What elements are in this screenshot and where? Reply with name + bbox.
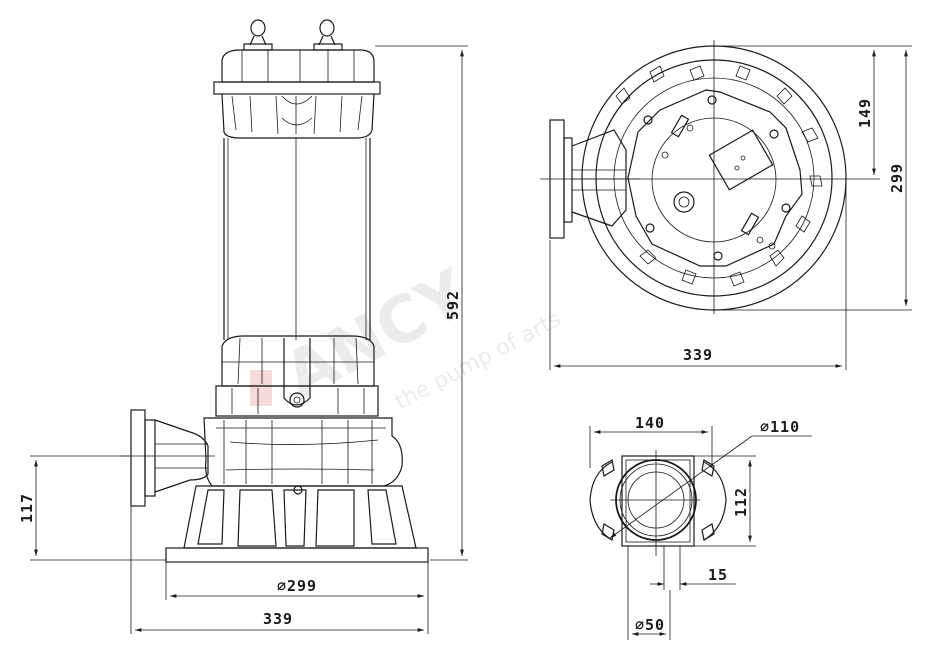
dim-flange-110: ⌀110	[609, 418, 812, 539]
dim-15-label: 15	[708, 566, 728, 584]
center-nut	[673, 191, 695, 213]
motor-bottom-housing	[215, 335, 379, 417]
dim-front-width: 339	[130, 506, 429, 634]
dim-110-label: ⌀110	[760, 418, 800, 436]
dim-112-label: 112	[732, 487, 750, 517]
dim-149-label: 149	[856, 98, 874, 128]
dim-339-top-label: 339	[683, 346, 713, 364]
top-view-plate	[627, 89, 803, 267]
terminal-box	[708, 129, 774, 191]
dim-50-label: ⌀50	[635, 616, 665, 634]
dim-flange-15: 15	[650, 546, 736, 590]
dim-base-diameter: ⌀299	[165, 562, 429, 600]
dim-front-height: 592	[375, 45, 468, 561]
watermark-brand: ANCY	[273, 256, 482, 414]
dim-299-label: ⌀299	[277, 577, 317, 595]
watermark-red-mark	[250, 370, 272, 406]
dim-299-top-label: 299	[888, 163, 906, 193]
discharge-flange	[120, 409, 215, 507]
dim-flange-112: 112	[694, 455, 756, 547]
lifting-eye-left	[243, 19, 273, 51]
dim-339-label: 339	[263, 610, 293, 628]
dim-top-299: 299	[714, 45, 912, 311]
dim-outlet-height: 117	[18, 455, 166, 561]
dim-140-label: 140	[635, 414, 665, 432]
dim-top-149: 149	[714, 45, 880, 175]
pump-volute	[203, 417, 403, 495]
motor-top-cap	[213, 49, 381, 139]
top-view-fins	[615, 65, 823, 287]
dim-top-339: 339	[549, 178, 847, 370]
dim-flange-50: ⌀50	[627, 546, 671, 640]
dim-117-label: 117	[18, 493, 36, 523]
top-view: 149 299 339	[540, 40, 912, 370]
dim-flange-140: 140	[589, 414, 713, 468]
flange-detail: 140 ⌀110 112 15 ⌀50	[589, 414, 812, 640]
top-view-bolts	[643, 95, 791, 261]
pump-stand	[165, 485, 429, 563]
dim-592-label: 592	[444, 290, 462, 320]
front-view: 592 117 ⌀299 339	[18, 19, 468, 634]
motor-body	[223, 138, 371, 340]
lifting-eye-right	[313, 19, 343, 51]
